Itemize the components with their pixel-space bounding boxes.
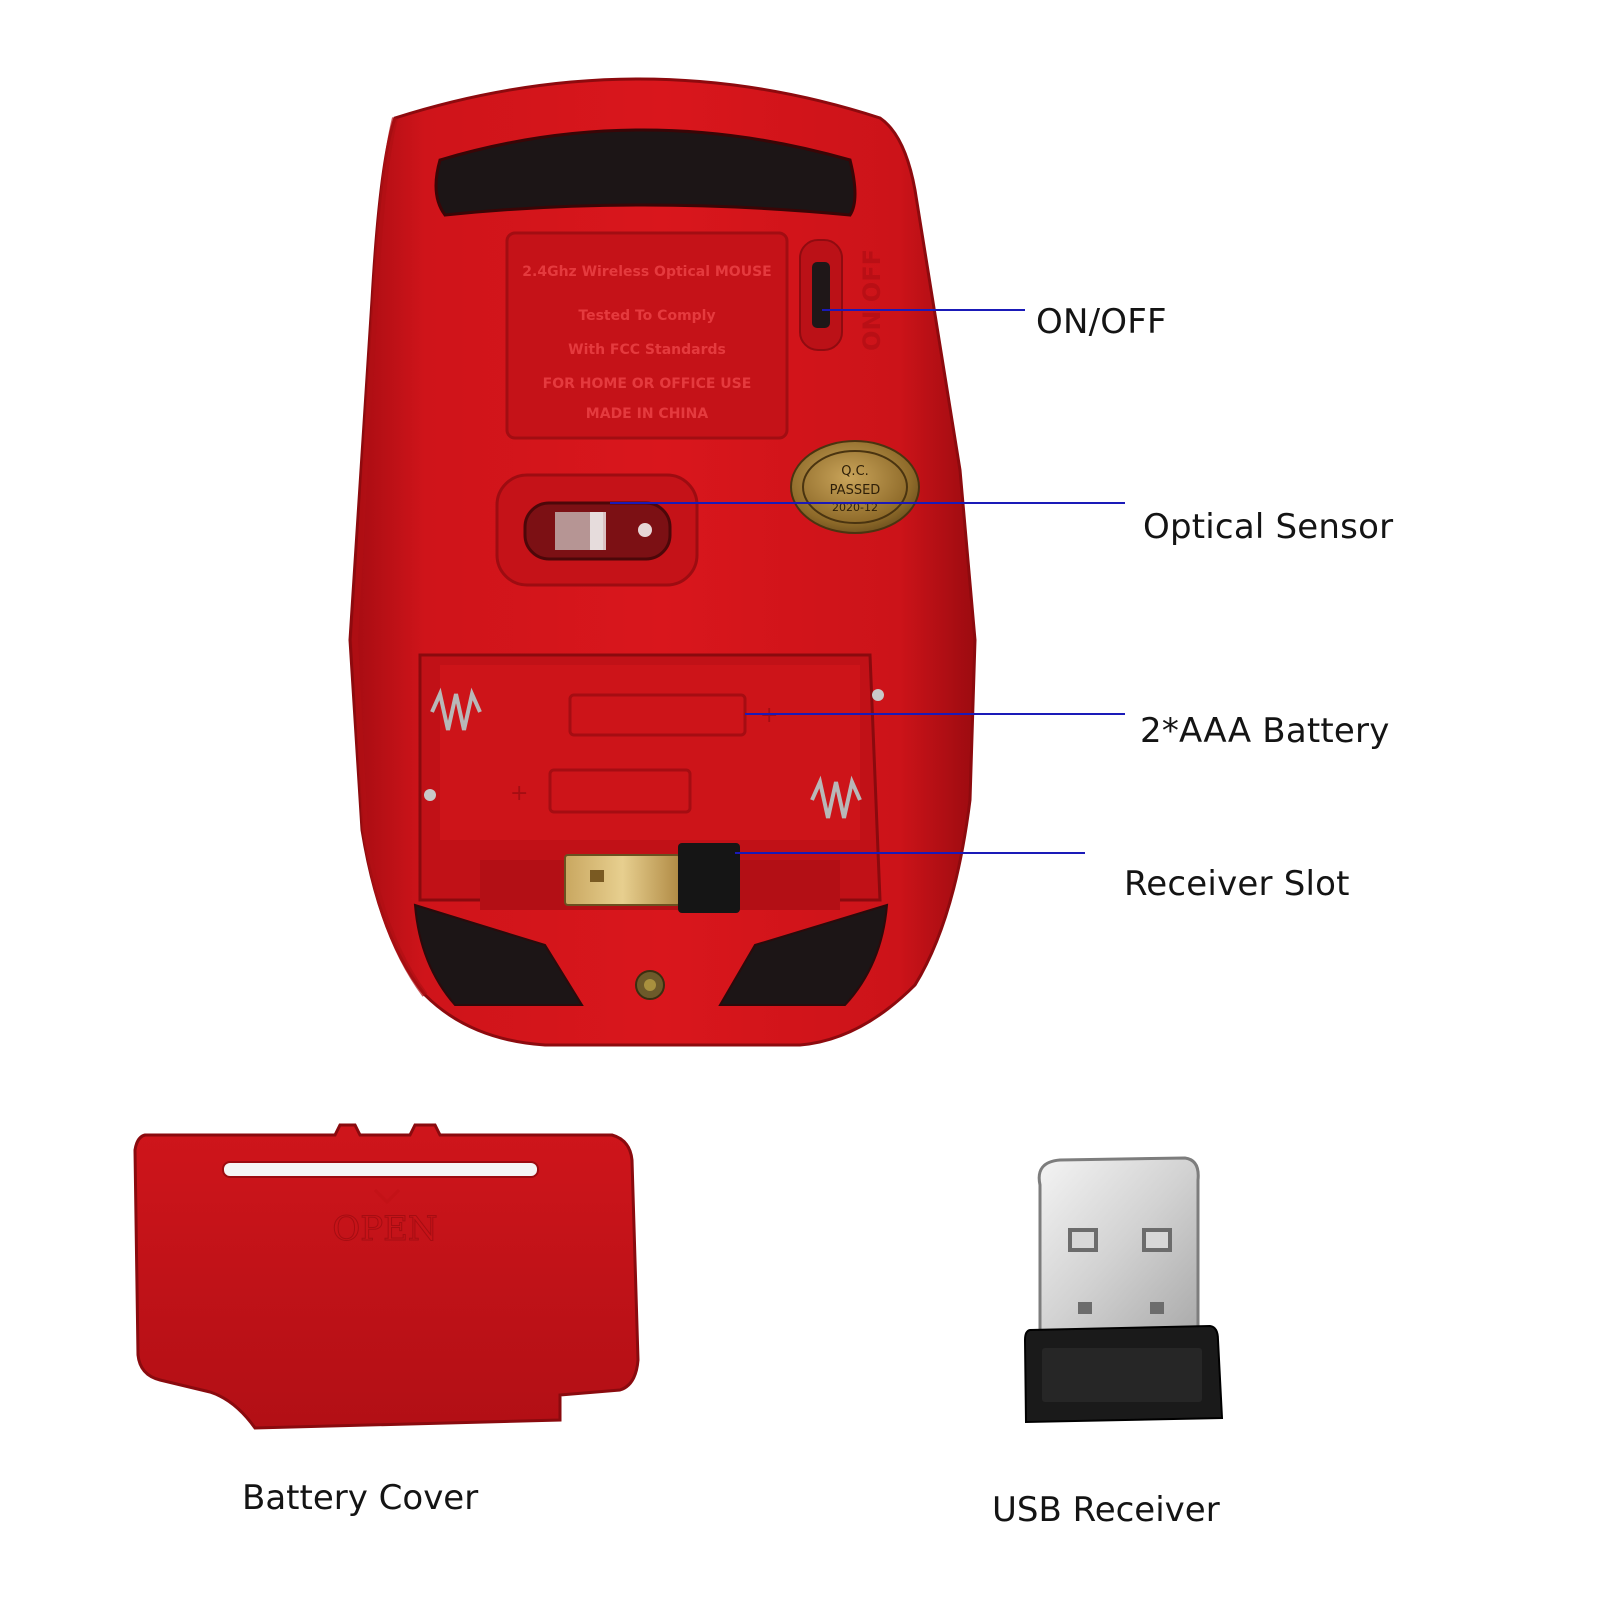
cover-open-marking: OPEN [332,1209,437,1249]
svg-text:PASSED: PASSED [830,483,881,498]
battery-slot-2 [548,768,692,814]
qc-passed-sticker: Q.C. PASSED 2020-12 [790,440,920,534]
battery-spring-top-left [430,687,482,731]
caption-battery-cover: Battery Cover [242,1478,479,1518]
callout-lines [610,309,1125,854]
battery-spring-bottom-right [810,775,862,819]
top-glide-pad [434,128,857,217]
stowed-receiver-body [678,843,740,913]
svg-text:+: + [760,703,778,728]
switch-marking: ON OFF [858,249,886,351]
cover-slot [222,1161,539,1178]
callout-receiver-slot: Receiver Slot [1124,864,1350,904]
caption-usb-receiver: USB Receiver [992,1490,1220,1530]
svg-text:+: + [510,781,528,806]
label-line-3: With FCC Standards [568,342,726,358]
mouse-underside: 2.4Ghz Wireless Optical MOUSE Tested To … [348,77,977,1047]
svg-text:2020-12: 2020-12 [832,501,878,514]
power-switch[interactable] [812,262,830,328]
callout-optical-sensor: Optical Sensor [1143,507,1394,547]
shell-rim-left [351,117,428,997]
label-line-4: FOR HOME OR OFFICE USE [543,376,752,392]
bottom-glide-pad-right [718,903,889,1006]
label-line-5: MADE IN CHINA [586,406,709,422]
usb-receiver [1023,1156,1224,1424]
battery-cover: OPEN [133,1123,640,1430]
label-line-2: Tested To Comply [578,308,715,324]
sensor-led [638,523,652,537]
svg-text:Q.C.: Q.C. [841,464,869,479]
stowed-receiver-plug [564,854,681,906]
callout-on-off: ON/OFF [1036,302,1167,342]
bottom-glide-pad-left [413,903,584,1006]
label-line-1: 2.4Ghz Wireless Optical MOUSE [522,264,771,280]
product-label-panel [505,231,789,440]
usb-plug-metal [1037,1156,1200,1340]
callout-battery: 2*AAA Battery [1140,711,1390,751]
